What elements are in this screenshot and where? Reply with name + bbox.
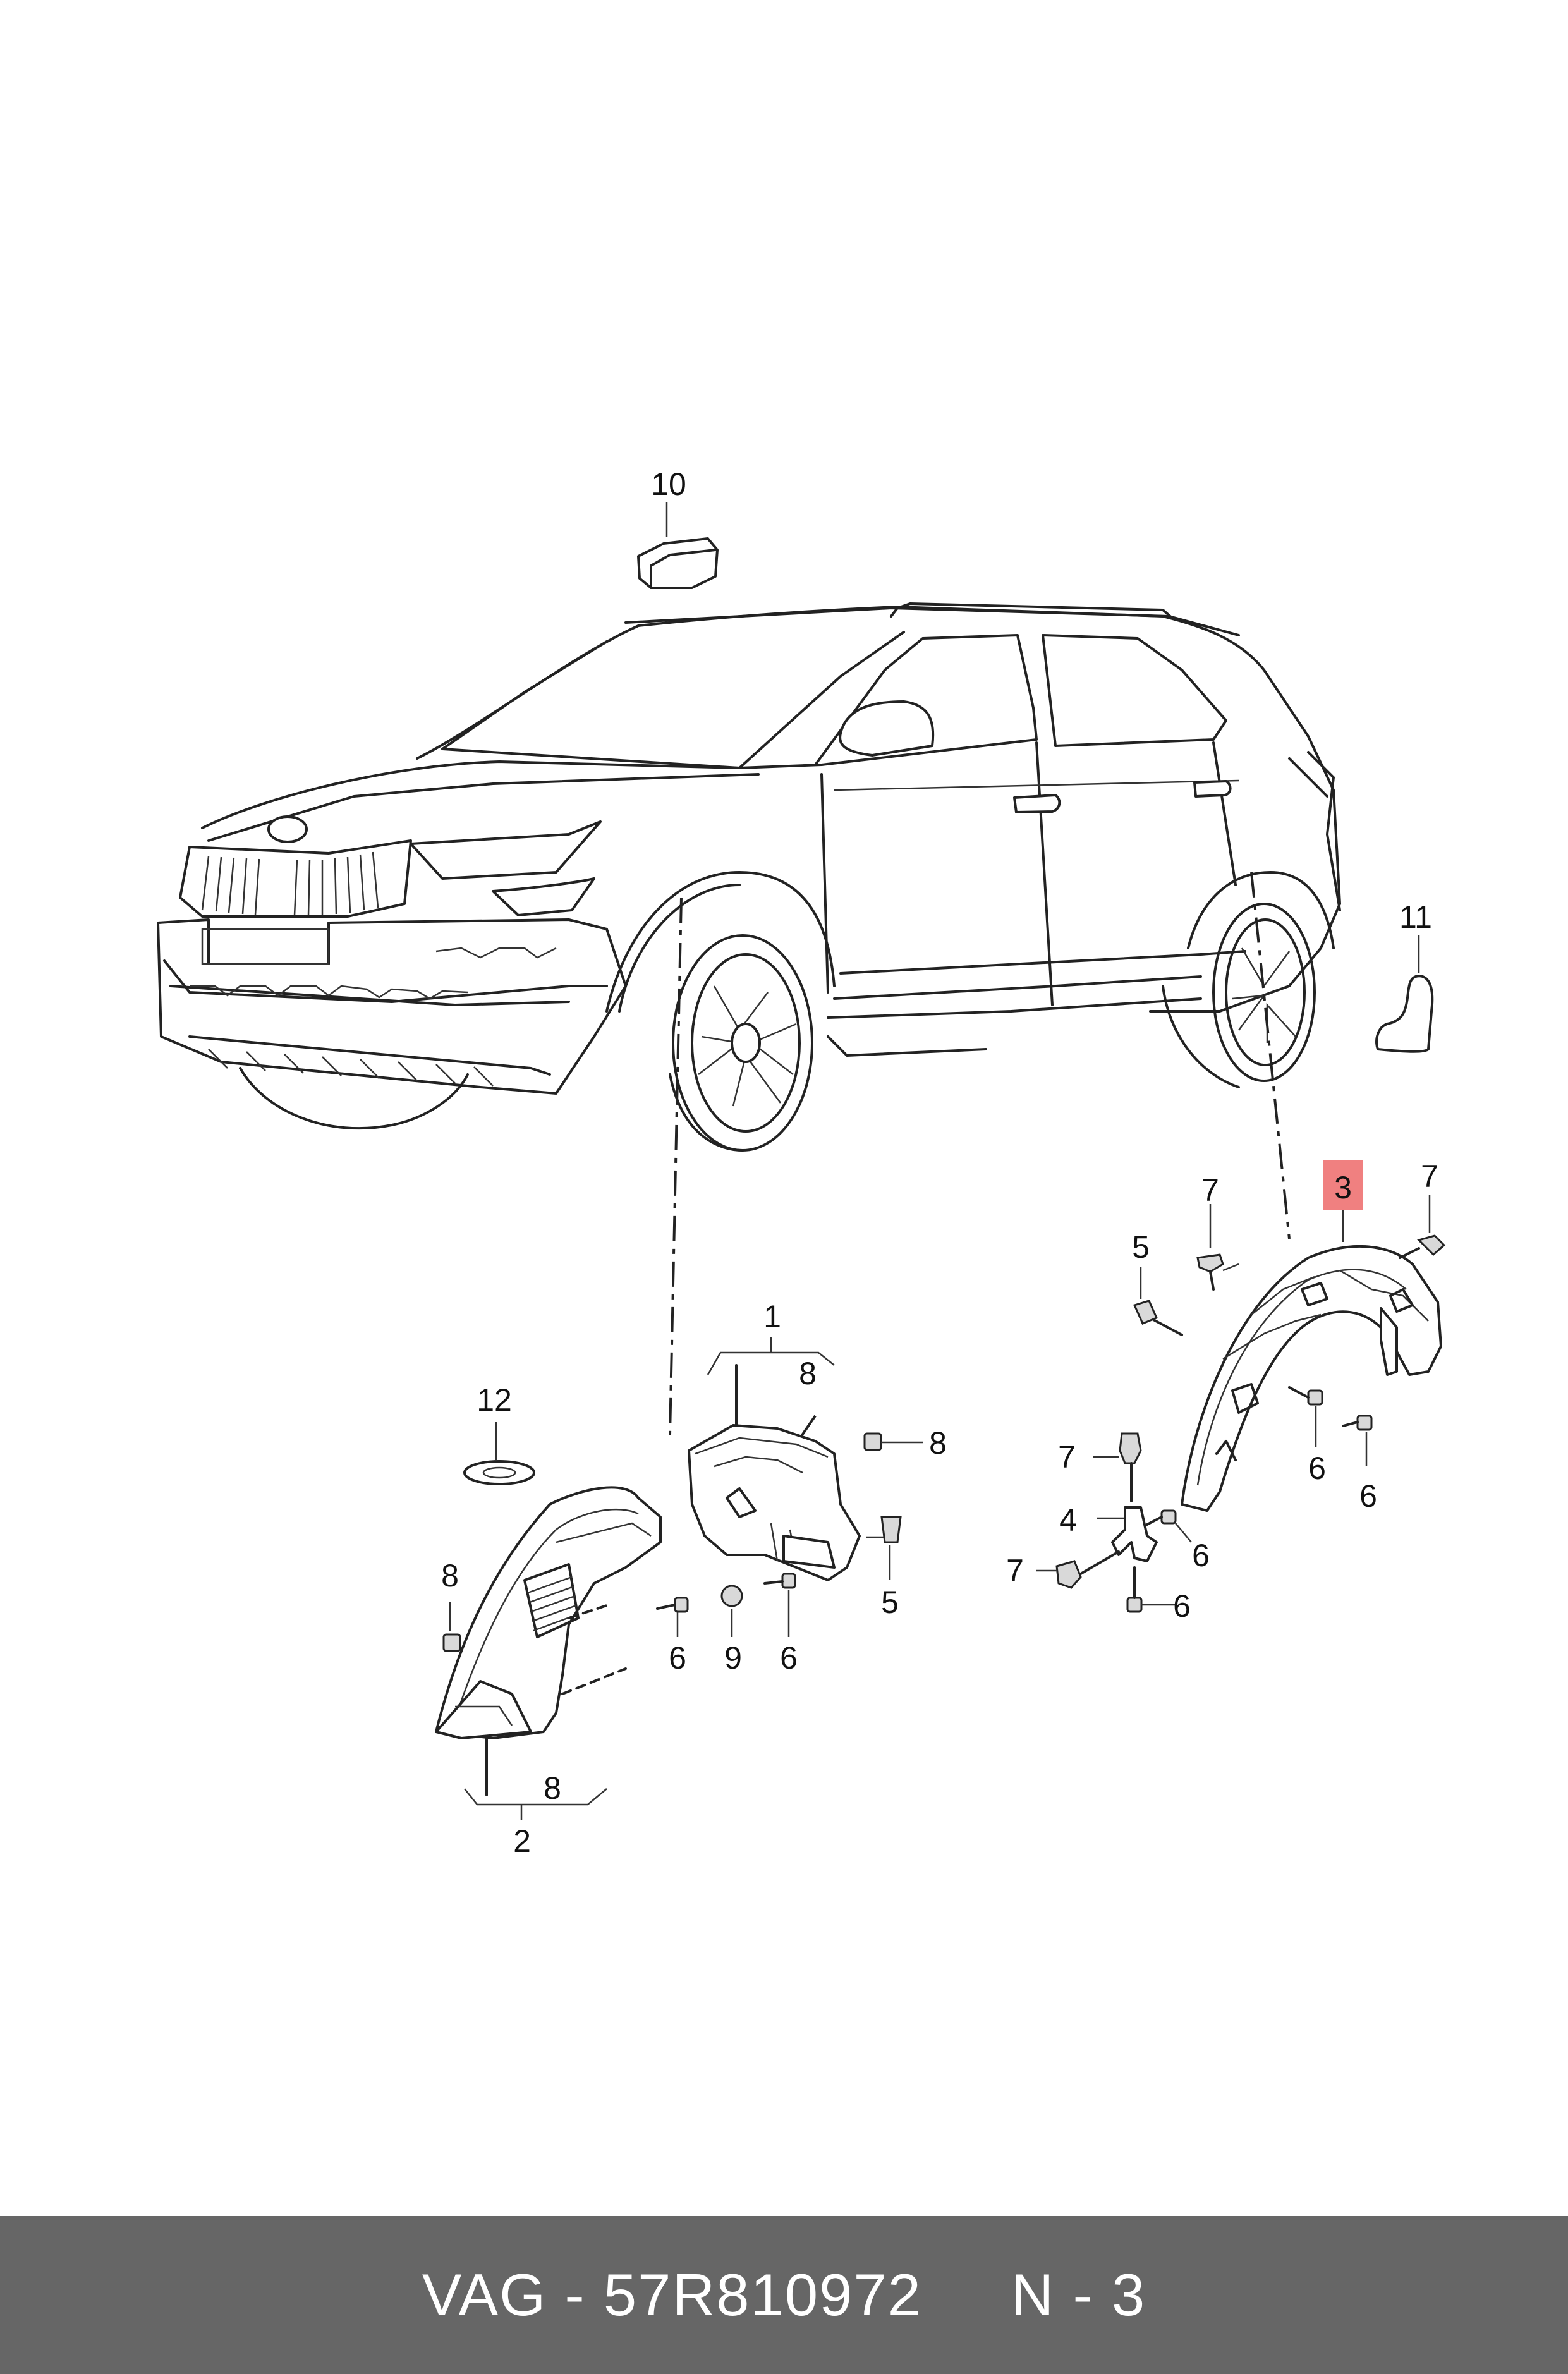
callout-7-upper-right: 7 — [1421, 1159, 1438, 1194]
callout-8-part1: 8 — [799, 1356, 817, 1391]
callout-labels: 10 11 3 7 7 5 6 6 7 4 6 7 6 1 8 8 12 5 8… — [441, 466, 1438, 1859]
vehicle-outline — [157, 602, 1341, 1152]
parts-diagram: 10 11 3 7 7 5 6 6 7 4 6 7 6 1 8 8 12 5 8… — [157, 466, 1446, 1859]
callout-2: 2 — [513, 1823, 531, 1859]
callout-6-bracket: 6 — [1192, 1538, 1210, 1573]
rear-fasteners — [1036, 1195, 1446, 1613]
callout-3: 3 — [1334, 1170, 1352, 1205]
callout-4: 4 — [1059, 1502, 1077, 1538]
footer-bar: VAG - 57R810972 N - 3 — [0, 2216, 1568, 2374]
front-fasteners — [442, 1432, 923, 1652]
callout-6-front-2: 6 — [780, 1640, 798, 1676]
callout-8-left: 8 — [441, 1558, 459, 1593]
part-3-liner — [1181, 1160, 1442, 1512]
part-1-liner — [688, 1337, 861, 1581]
part-10-clip — [637, 502, 719, 589]
part-number-label: VAG - 57R810972 N - 3 — [422, 2261, 1146, 2328]
callout-5-front: 5 — [881, 1585, 899, 1620]
callout-9: 9 — [724, 1640, 742, 1676]
callout-7-mid: 7 — [1058, 1439, 1076, 1475]
callout-6-rear-2: 6 — [1359, 1478, 1377, 1514]
callout-5-rear: 5 — [1132, 1229, 1150, 1265]
part-2-liner — [435, 1486, 662, 1820]
callout-3-highlight — [1323, 1160, 1363, 1210]
callout-6-front-1: 6 — [669, 1640, 686, 1676]
callout-8-nut: 8 — [929, 1425, 947, 1461]
callout-7-upper-left: 7 — [1201, 1172, 1219, 1208]
callout-1: 1 — [763, 1299, 781, 1334]
callout-10: 10 — [651, 466, 686, 502]
callout-6-lower: 6 — [1173, 1588, 1191, 1624]
callout-7-lower: 7 — [1006, 1553, 1024, 1588]
part-11-mudflap — [1375, 935, 1434, 1053]
callout-11: 11 — [1399, 899, 1432, 935]
leader-lines — [669, 872, 1291, 1518]
callout-8-part2: 8 — [544, 1770, 561, 1806]
callout-6-rear-1: 6 — [1308, 1451, 1326, 1486]
callout-12: 12 — [477, 1382, 512, 1418]
part-12-seal — [463, 1422, 535, 1485]
